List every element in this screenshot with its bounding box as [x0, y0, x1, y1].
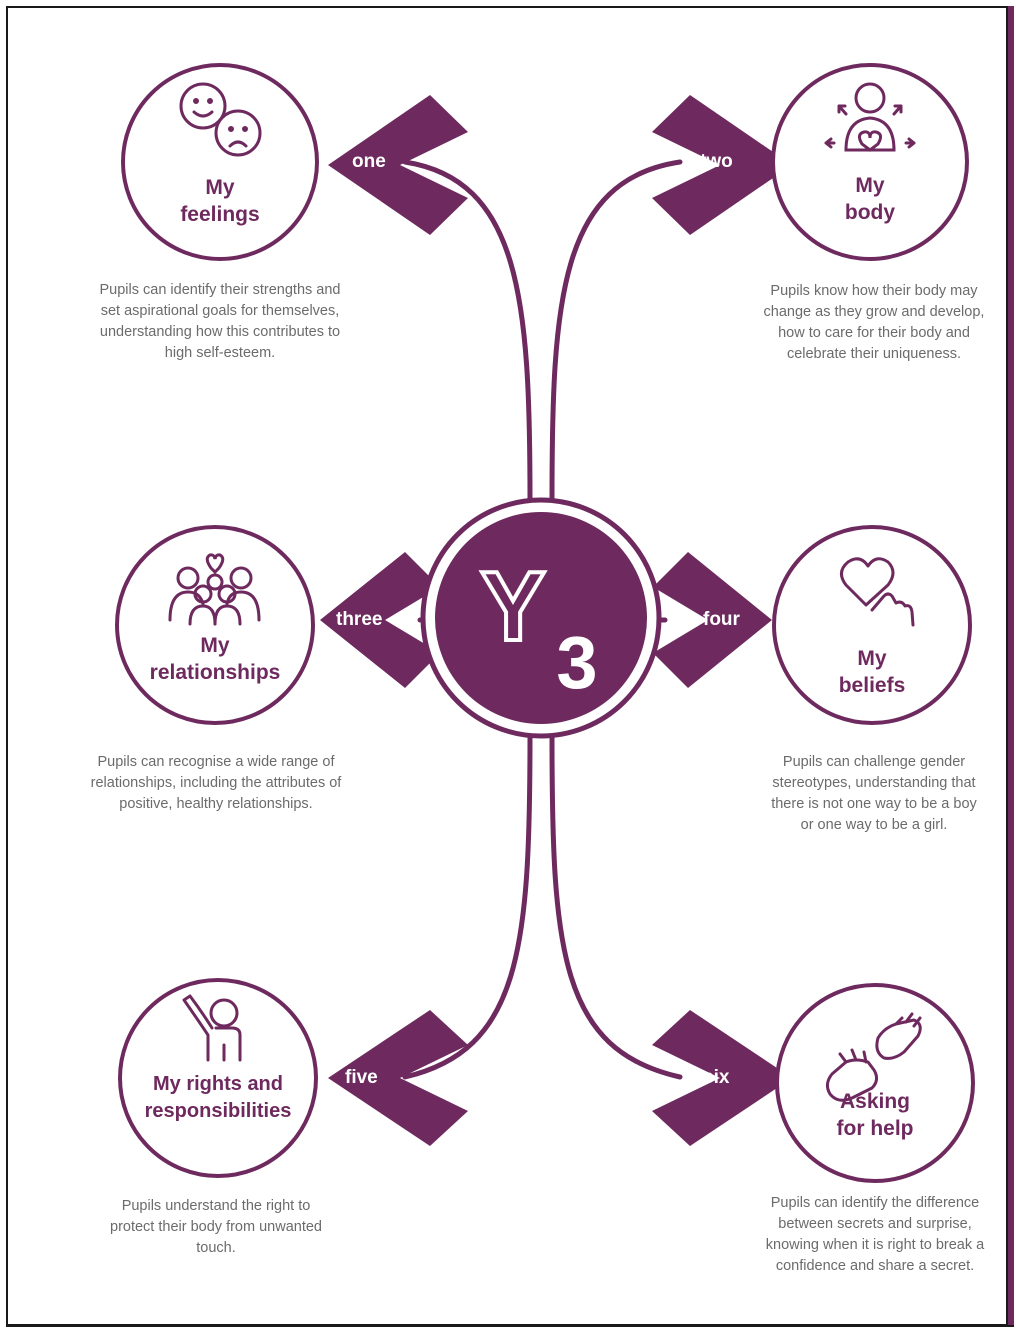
title-line2: beliefs — [838, 674, 906, 697]
chevron-five — [328, 1010, 468, 1146]
tag-six: six — [703, 1067, 730, 1088]
description-my-relationships: Pupils can recognise a wide range of rel… — [90, 754, 342, 812]
title-line1: My — [857, 647, 887, 670]
title-my-body: My body — [785, 172, 955, 226]
title-line1: My rights and — [152, 1073, 283, 1095]
connector-six — [549, 732, 683, 1080]
chevron-six — [652, 1010, 792, 1146]
description-my-beliefs: Pupils can challenge gender stereotypes,… — [771, 754, 977, 833]
title-line2: feelings — [180, 203, 260, 226]
tag-four: four — [703, 609, 740, 630]
year-letter: Y — [480, 551, 545, 661]
group-heart-icon — [168, 553, 261, 626]
helping-hands-icon — [825, 1012, 922, 1102]
title-line1: My — [200, 634, 230, 657]
hand-heart-icon — [840, 557, 915, 627]
year-badge-label: Y 3 — [478, 549, 597, 704]
description-my-feelings: Pupils can identify their strengths and … — [99, 282, 341, 361]
bottom-edge — [6, 1325, 1014, 1335]
chevron-four — [653, 552, 772, 688]
title-line2: relationships — [149, 661, 281, 684]
tag-five: five — [345, 1067, 378, 1088]
description-my-rights-and-responsibilities: Pupils understand the right to protect t… — [110, 1198, 322, 1256]
connector-two — [549, 159, 683, 503]
title-line2: responsibilities — [144, 1100, 292, 1122]
title-my-relationships: My relationships — [125, 632, 305, 686]
description-asking-for-help: Pupils can identify the difference betwe… — [765, 1195, 985, 1274]
right-edge-bar — [1008, 6, 1014, 1335]
happy-sad-faces-icon — [179, 82, 262, 157]
person-heart-arrows-icon — [824, 82, 916, 152]
circle-one — [121, 63, 319, 261]
connector-one — [402, 159, 533, 503]
tag-one: one — [352, 151, 386, 172]
title-my-beliefs: My beliefs — [787, 645, 957, 699]
title-line2: for help — [836, 1117, 914, 1140]
title-line2: body — [844, 201, 896, 224]
person-raised-hand-icon — [182, 994, 242, 1062]
title-my-feelings: My feelings — [135, 174, 305, 228]
title-line1: My — [855, 174, 885, 197]
chevron-two — [652, 95, 792, 235]
description-my-body: Pupils know how their body may change as… — [763, 283, 985, 362]
title-my-rights-and-responsibilities: My rights and responsibilities — [124, 1071, 312, 1125]
chevron-one — [328, 95, 468, 235]
center-badge — [420, 497, 662, 739]
tag-two: two — [700, 151, 733, 172]
year-number: 3 — [556, 621, 597, 704]
circle-five — [118, 978, 318, 1178]
circle-four — [772, 525, 972, 725]
title-asking-for-help: Asking for help — [790, 1088, 960, 1142]
title-line1: My — [205, 176, 235, 199]
connector-five — [402, 732, 533, 1080]
title-line1: Asking — [839, 1090, 910, 1113]
chevron-three — [320, 552, 440, 688]
circle-two — [771, 63, 969, 261]
tag-three: three — [336, 609, 383, 630]
